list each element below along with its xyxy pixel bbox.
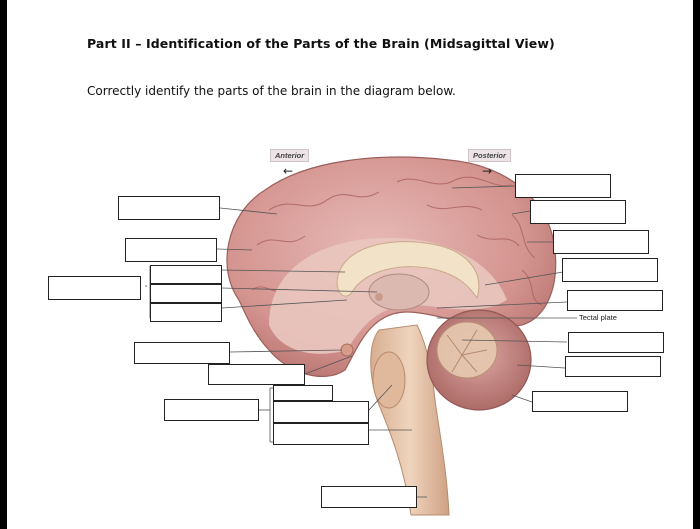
answer-box-r7[interactable]	[565, 356, 661, 377]
thalamus	[368, 273, 430, 311]
answer-box-l2[interactable]	[125, 238, 217, 262]
answer-box-l6[interactable]	[208, 364, 305, 385]
answer-box-l3c[interactable]	[150, 303, 222, 322]
answer-box-l7[interactable]	[164, 399, 259, 421]
answer-box-r6[interactable]	[568, 332, 664, 353]
answer-box-r4[interactable]	[562, 258, 658, 282]
gyri-lines	[251, 176, 543, 306]
tectal-plate-label: Tectal plate	[579, 313, 617, 322]
pituitary	[340, 343, 354, 357]
answer-box-l3b[interactable]	[150, 284, 222, 303]
answer-box-l8c[interactable]	[273, 423, 369, 445]
answer-box-l4[interactable]	[48, 276, 141, 300]
answer-box-r8[interactable]	[532, 391, 628, 412]
worksheet-instructions: Correctly identify the parts of the brai…	[87, 84, 456, 98]
leader-lines-right	[436, 185, 577, 403]
anterior-arrow-icon: ←	[283, 164, 294, 178]
mammillary-hint	[375, 293, 383, 301]
answer-box-r1[interactable]	[515, 174, 611, 198]
worksheet-title: Part II – Identification of the Parts of…	[87, 36, 555, 51]
worksheet-page: Part II – Identification of the Parts of…	[7, 0, 693, 529]
arbor-branches	[446, 329, 488, 373]
answer-box-l8b[interactable]	[273, 401, 369, 423]
brain-diagram: Tectal plate	[145, 156, 617, 516]
answer-box-l8a[interactable]	[273, 385, 333, 401]
answer-box-r5[interactable]	[567, 290, 663, 311]
answer-box-r2[interactable]	[530, 200, 626, 224]
answer-box-l1[interactable]	[118, 196, 220, 220]
corpus-callosum	[336, 241, 480, 300]
answer-box-l3a[interactable]	[150, 265, 222, 284]
posterior-arrow-icon: →	[482, 164, 493, 178]
answer-box-r3[interactable]	[553, 230, 649, 254]
answer-box-l5[interactable]	[134, 342, 230, 364]
arbor-vitae	[436, 321, 498, 379]
posterior-label: Posterior	[468, 149, 511, 162]
answer-box-l9[interactable]	[321, 486, 417, 508]
anterior-label: Anterior	[270, 149, 310, 162]
pons	[372, 351, 406, 409]
